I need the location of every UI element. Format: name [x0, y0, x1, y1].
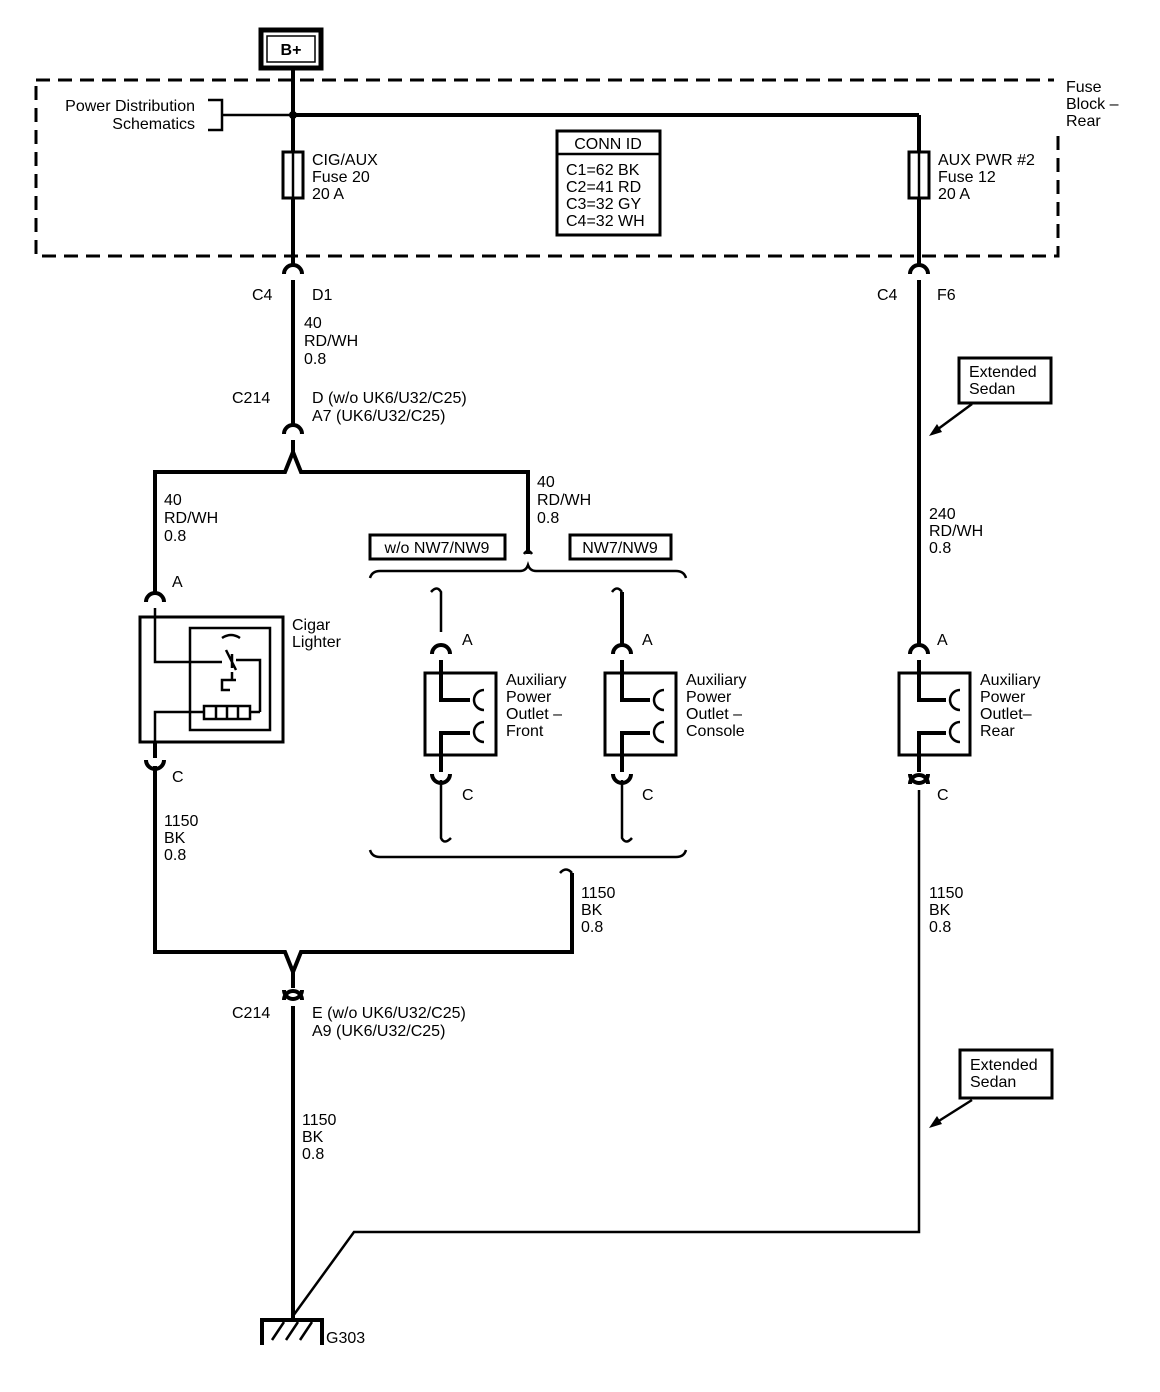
- fuse-aux-pwr-2[interactable]: [907, 150, 931, 200]
- outlet-rear-label: Outlet–: [980, 706, 1032, 723]
- outlet-console-label: Auxiliary: [686, 672, 746, 689]
- fuse-left-name: CIG/AUX: [312, 152, 378, 169]
- conn-id-row: C2=41 RD: [566, 179, 641, 196]
- connector-c214-pin: A7 (UK6/U32/C25): [312, 408, 445, 425]
- fuse-cig-aux[interactable]: [281, 150, 305, 200]
- connector-c214-label: C214: [232, 390, 270, 407]
- outlet-console-label: Power: [686, 689, 732, 706]
- battery-terminal: B+: [258, 27, 324, 71]
- wire-label: 40: [304, 315, 322, 332]
- wire-label: RD/WH: [929, 523, 983, 540]
- outlet-rear-pin-c: C: [937, 787, 949, 804]
- connector-c214-lower-pin: E (w/o UK6/U32/C25): [312, 1005, 466, 1022]
- outlet-rear-pin-a: A: [937, 632, 948, 649]
- wire-label: BK: [581, 902, 603, 919]
- power-distribution-line2[interactable]: Schematics: [112, 116, 195, 133]
- svg-text:Extended: Extended: [969, 364, 1037, 381]
- fuse-block-label-1: Fuse: [1066, 79, 1102, 96]
- note-extended-sedan-top: Extended Sedan: [929, 356, 1053, 436]
- connector-d1-label: D1: [312, 287, 333, 304]
- svg-text:Sedan: Sedan: [969, 381, 1015, 398]
- wire-label: 1150: [164, 813, 199, 830]
- svg-text:w/o NW7/NW9: w/o NW7/NW9: [384, 540, 490, 557]
- outlet-front-pin-c: C: [462, 787, 474, 804]
- wire-label: RD/WH: [304, 333, 358, 350]
- wire-label: 0.8: [537, 510, 559, 527]
- outlet-front-label: Power: [506, 689, 552, 706]
- wire-label: 0.8: [164, 528, 186, 545]
- wire-label: RD/WH: [164, 510, 218, 527]
- svg-text:Sedan: Sedan: [970, 1074, 1016, 1091]
- wire-label: 0.8: [164, 847, 186, 864]
- outlet-front-pin-a: A: [462, 632, 473, 649]
- fuse-block-label-3: Rear: [1066, 113, 1101, 130]
- aux-power-outlet-rear[interactable]: [897, 643, 972, 785]
- wire-label: 0.8: [304, 351, 326, 368]
- wire-label: 0.8: [581, 919, 603, 936]
- wire-label: 1150: [929, 885, 964, 902]
- outlet-rear-label: Power: [980, 689, 1026, 706]
- aux-power-outlet-console[interactable]: [603, 587, 678, 843]
- fuse-left-number: Fuse 20: [312, 169, 370, 186]
- power-distribution-line1[interactable]: Power Distribution: [65, 98, 195, 115]
- svg-text:NW7/NW9: NW7/NW9: [582, 540, 658, 557]
- cigar-label-1: Cigar: [292, 617, 331, 634]
- conn-id-row: C3=32 GY: [566, 196, 641, 213]
- outlet-front-label: Outlet –: [506, 706, 562, 723]
- fuse-left-rating: 20 A: [312, 186, 344, 203]
- fuse-right-name: AUX PWR #2: [938, 152, 1035, 169]
- ground-label: G303: [326, 1330, 365, 1347]
- cigar-lighter[interactable]: [138, 591, 285, 771]
- battery-label: B+: [281, 42, 302, 59]
- connector-c4-label: C4: [252, 287, 273, 304]
- wire-label: 0.8: [929, 540, 951, 557]
- outlet-console-pin-c: C: [642, 787, 654, 804]
- connector-c214-lower-label: C214: [232, 1005, 270, 1022]
- outlet-console-label: Console: [686, 723, 745, 740]
- conn-id-title: CONN ID: [574, 136, 642, 153]
- wire-label: 0.8: [929, 919, 951, 936]
- wire-label: BK: [929, 902, 951, 919]
- outlet-console-pin-a: A: [642, 632, 653, 649]
- fuse-block-label-2: Block –: [1066, 96, 1119, 113]
- wire-label: 40: [537, 474, 555, 491]
- svg-text:Extended: Extended: [970, 1057, 1038, 1074]
- wire-label: BK: [164, 830, 186, 847]
- connector-c4-d1: [282, 263, 304, 424]
- wire-label: RD/WH: [537, 492, 591, 509]
- conn-id-table: CONN ID C1=62 BK C2=41 RD C3=32 GY C4=32…: [555, 129, 662, 237]
- aux-power-outlet-front[interactable]: [423, 587, 498, 843]
- cigar-pin-c: C: [172, 769, 184, 786]
- fuse-right-rating: 20 A: [938, 186, 970, 203]
- wire-label: 0.8: [302, 1146, 324, 1163]
- cigar-pin-a: A: [172, 574, 183, 591]
- outlet-console-label: Outlet –: [686, 706, 742, 723]
- wire-label: 1150: [581, 885, 616, 902]
- outlet-front-label: Auxiliary: [506, 672, 566, 689]
- fuse-block: Fuse Block – Rear Power Distribution Sch…: [34, 76, 1124, 258]
- ground-g303: [260, 1318, 324, 1345]
- fuse-right-number: Fuse 12: [938, 169, 996, 186]
- conn-id-row: C1=62 BK: [566, 162, 640, 179]
- option-without-nw7-nw9: w/o NW7/NW9: [368, 533, 507, 561]
- connector-c214-pin: D (w/o UK6/U32/C25): [312, 390, 467, 407]
- wire-label: 240: [929, 506, 956, 523]
- splice-dot: [289, 111, 297, 119]
- outlet-rear-label: Rear: [980, 723, 1015, 740]
- wire-label: 40: [164, 492, 182, 509]
- conn-id-row: C4=32 WH: [566, 213, 645, 230]
- connector-c4-right-label: C4: [877, 287, 898, 304]
- note-extended-sedan-bottom: Extended Sedan: [929, 1048, 1054, 1128]
- outlet-rear-label: Auxiliary: [980, 672, 1040, 689]
- connector-f6-label: F6: [937, 287, 956, 304]
- wire-label: BK: [302, 1129, 324, 1146]
- option-nw7-nw9: NW7/NW9: [568, 533, 673, 561]
- outlet-front-label: Front: [506, 723, 544, 740]
- cigar-label-2: Lighter: [292, 634, 342, 651]
- wire-label: 1150: [302, 1112, 337, 1129]
- connector-c214-lower-pin: A9 (UK6/U32/C25): [312, 1023, 445, 1040]
